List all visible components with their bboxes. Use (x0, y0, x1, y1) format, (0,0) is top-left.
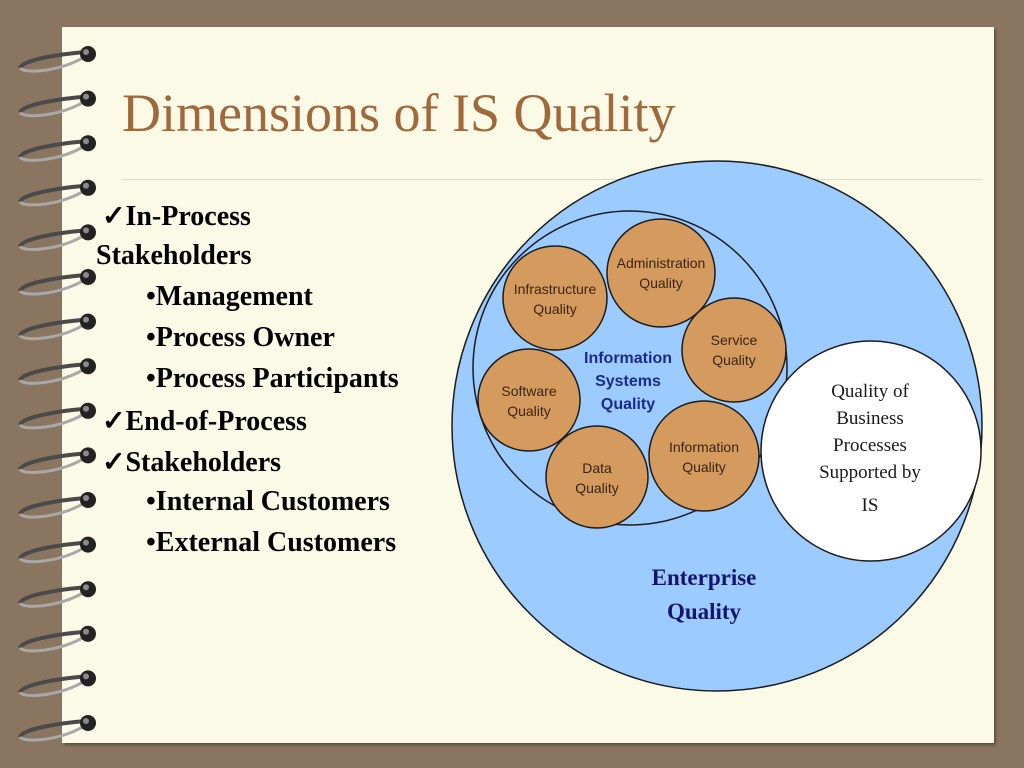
administration-quality-label: Administration Quality (616, 255, 706, 291)
is-quality-circle (472, 210, 788, 526)
bullet-external-customers: •External Customers (146, 527, 397, 558)
spiral-ring (18, 402, 96, 430)
title-divider (122, 179, 982, 180)
infrastructure-quality-label: Infrastructure Quality (513, 281, 597, 317)
spiral-ring (18, 90, 96, 118)
spiral-ring (18, 358, 96, 385)
data-quality-label: Data Quality (575, 460, 619, 496)
bullet-process-participants: •Process Participants (146, 363, 399, 394)
spiral-ring (18, 715, 96, 742)
information-systems-quality-label: Information Systems Quality (584, 350, 672, 413)
bullet-stakeholders-1: Stakeholders (96, 240, 252, 271)
bullet-internal-customers: •Internal Customers (146, 486, 390, 517)
spiral-ring (18, 313, 96, 341)
software-quality-node (477, 348, 581, 452)
bullet-process-owner: •Process Owner (146, 322, 335, 353)
bullet-in-process: ✓In-Process (102, 201, 251, 232)
enterprise-quality-label: Enterprise Quality (651, 565, 757, 624)
spiral-ring (18, 581, 96, 608)
spiral-ring (18, 447, 96, 475)
spiral-ring (18, 536, 96, 564)
bullet-end-of-process: ✓End-of-Process (102, 406, 307, 437)
software-quality-label: Software Quality (501, 383, 557, 419)
information-quality-label: Information Quality (668, 439, 740, 475)
spiral-binding (18, 46, 96, 742)
bullet-stakeholders-2: ✓Stakeholders (102, 447, 282, 478)
spiral-ring (18, 492, 96, 519)
bullet-management: •Management (146, 281, 313, 312)
business-processes-circle (760, 340, 982, 562)
spiral-ring (18, 46, 96, 73)
slide-title: Dimensions of IS Quality (122, 83, 676, 143)
spiral-ring (18, 670, 96, 698)
spiral-ring (18, 269, 96, 296)
administration-quality-node (606, 218, 716, 328)
infrastructure-quality-node (502, 245, 608, 351)
spiral-ring (18, 224, 96, 252)
business-processes-label: Quality of Business Processes Supported … (819, 381, 921, 516)
data-quality-node (545, 425, 649, 529)
spiral-ring (18, 135, 96, 162)
spiral-ring (18, 625, 96, 653)
information-quality-node (648, 400, 760, 512)
spiral-ring (18, 179, 96, 207)
service-quality-label: Service Quality (710, 332, 758, 368)
service-quality-node (681, 297, 787, 403)
